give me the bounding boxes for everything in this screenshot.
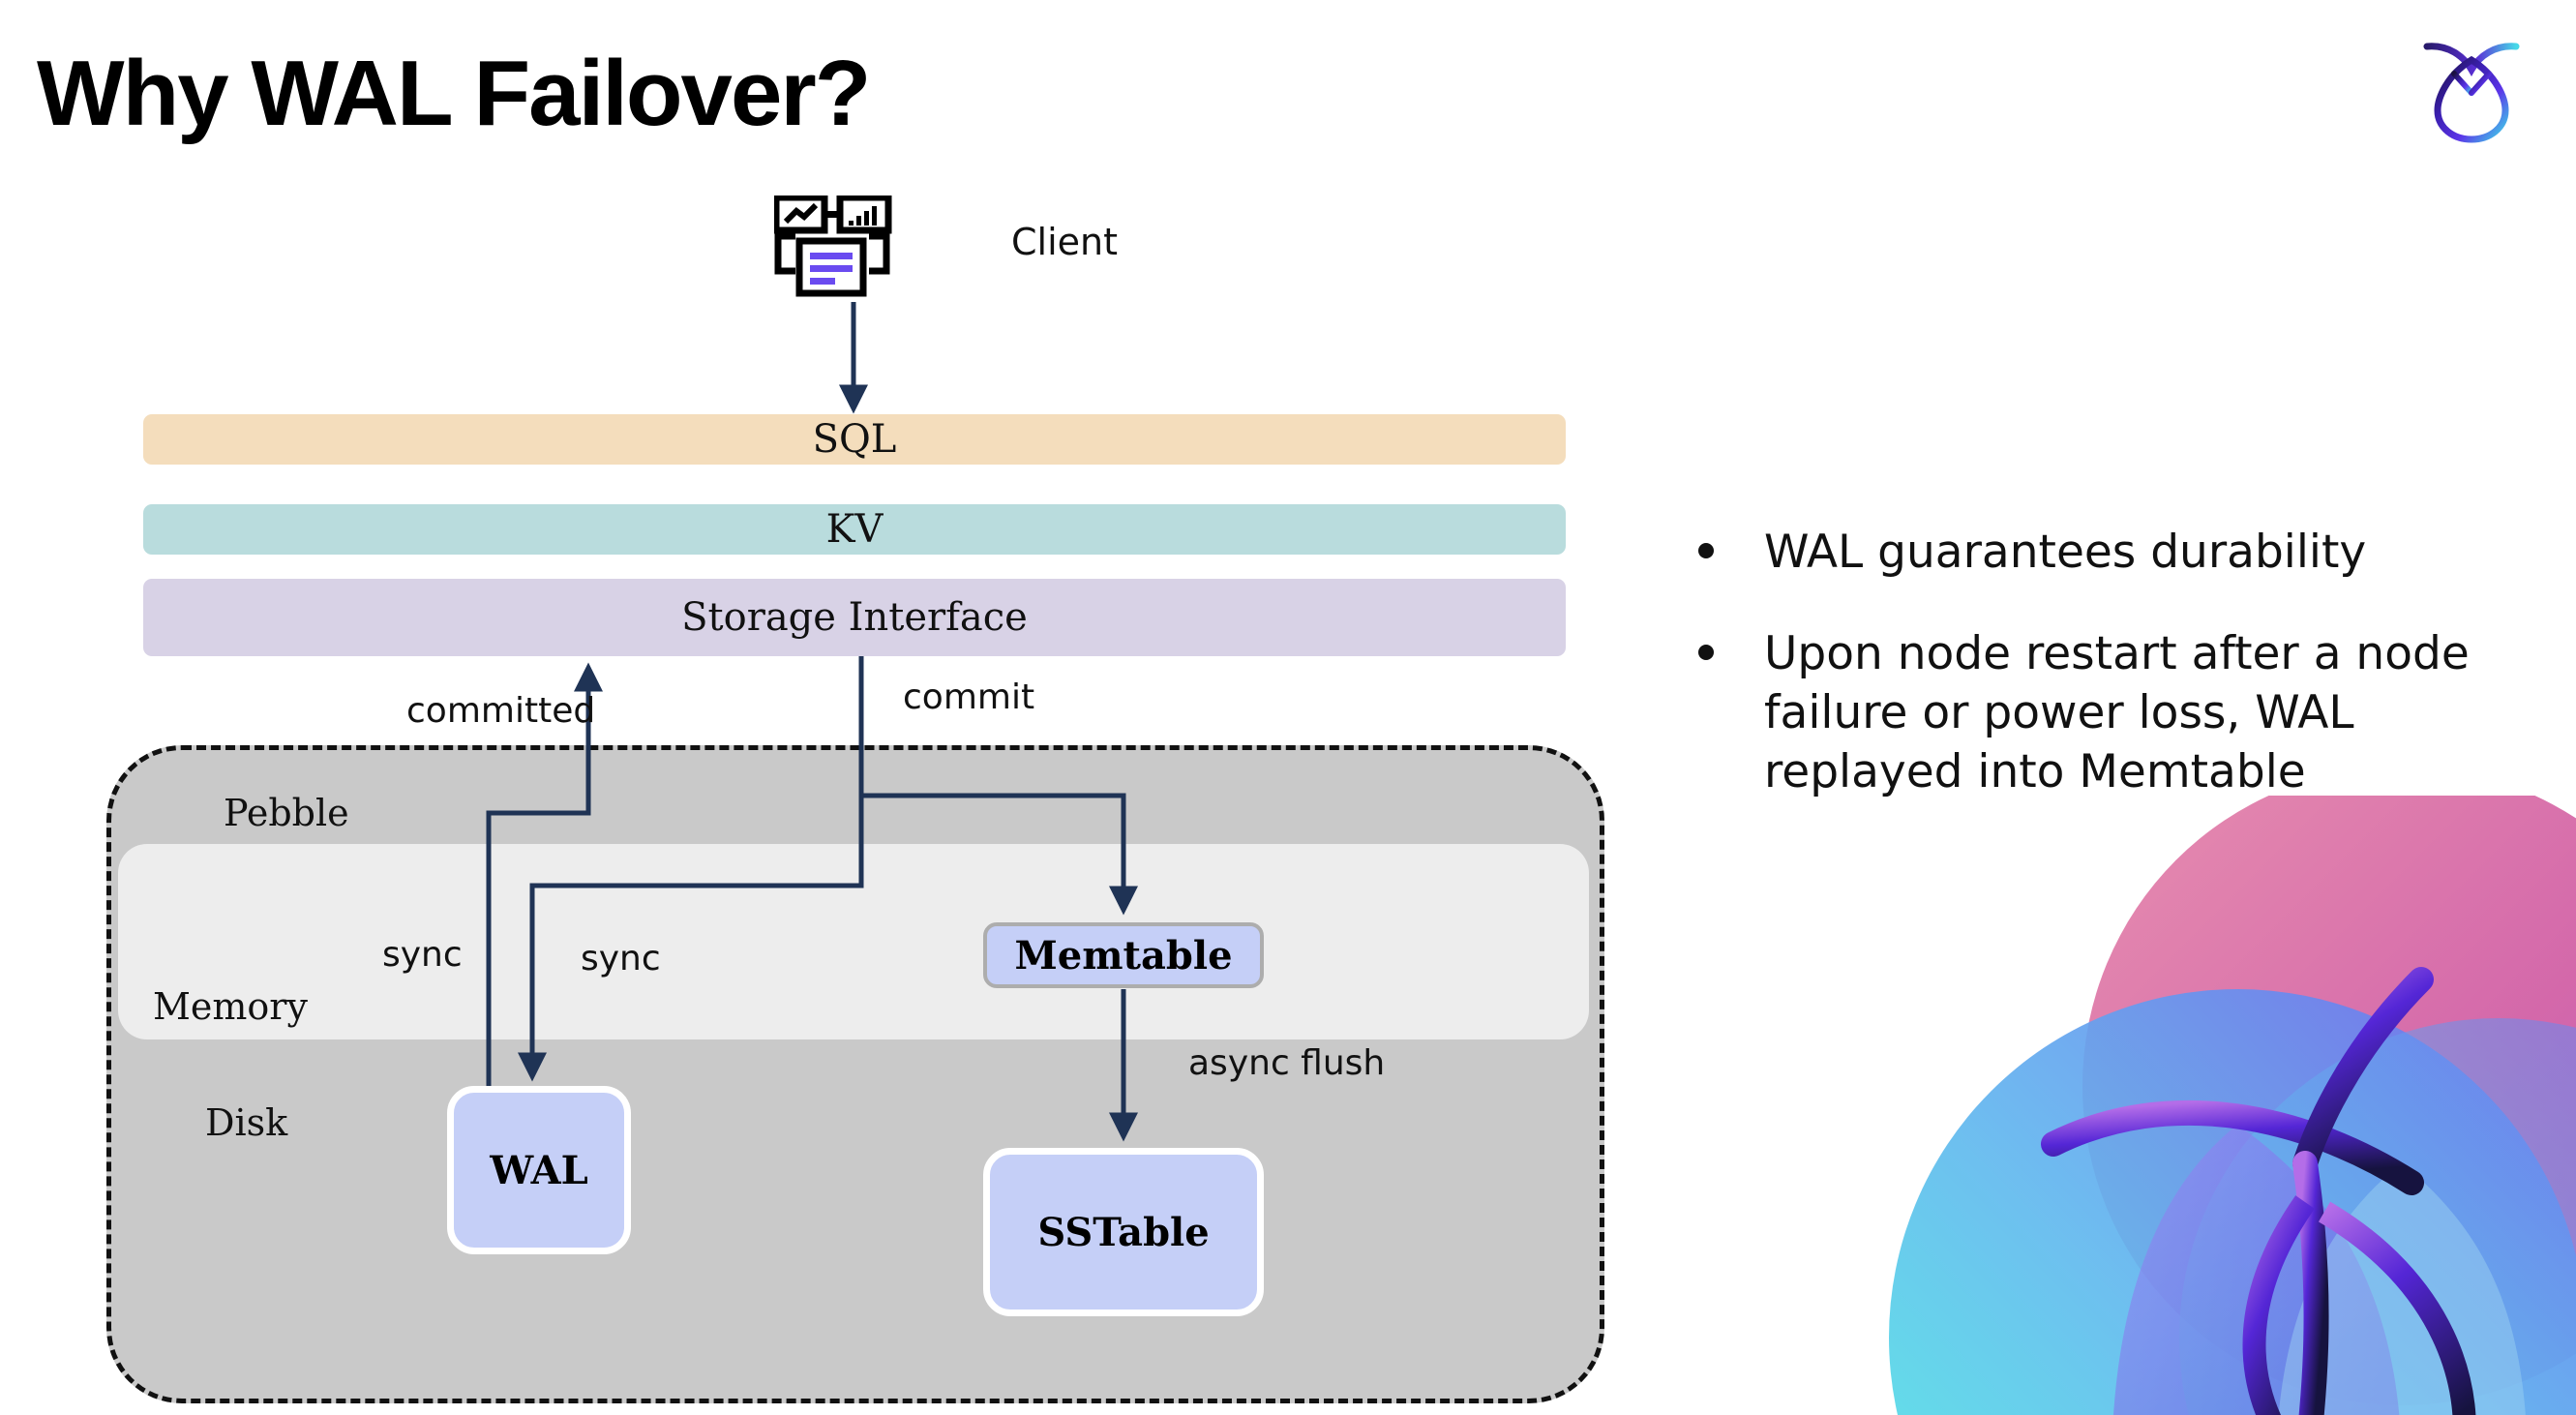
memory-label: Memory	[153, 985, 308, 1028]
node-label-memtable: Memtable	[1014, 932, 1233, 978]
list-item: Upon node restart after a node failure o…	[1698, 624, 2511, 801]
list-item: WAL guarantees durability	[1698, 523, 2511, 582]
disk-label: Disk	[205, 1101, 288, 1144]
node-sstable: SSTable	[983, 1148, 1264, 1316]
edge-label-async-flush: async flush	[1188, 1043, 1386, 1083]
layer-label-sql: SQL	[812, 417, 897, 462]
node-wal: WAL	[447, 1086, 631, 1254]
edge-label-sync-2: sync	[581, 939, 661, 978]
node-label-sstable: SSTable	[1037, 1209, 1210, 1255]
bullet-dot-icon	[1698, 543, 1714, 558]
client-label: Client	[1011, 221, 1119, 263]
client-workstation-icon	[774, 196, 892, 297]
cockroach-decorative-graphic-icon	[1889, 796, 2576, 1415]
bullet-text: WAL guarantees durability	[1764, 526, 2367, 579]
bullet-list: WAL guarantees durability Upon node rest…	[1698, 523, 2511, 844]
layer-label-kv: KV	[825, 507, 884, 552]
layer-bar-kv: KV	[143, 504, 1566, 555]
layer-label-storage: Storage Interface	[681, 595, 1028, 640]
pebble-label: Pebble	[224, 792, 349, 834]
edge-label-committed: committed	[406, 691, 596, 731]
edge-label-commit: commit	[903, 677, 1035, 717]
cockroach-logo-icon	[2423, 43, 2520, 143]
node-label-wal: WAL	[490, 1147, 588, 1193]
node-memtable: Memtable	[983, 922, 1264, 988]
page-title: Why WAL Failover?	[37, 42, 871, 145]
layer-bar-sql: SQL	[143, 414, 1566, 465]
bullet-text: Upon node restart after a node failure o…	[1764, 627, 2470, 799]
memory-zone	[118, 844, 1589, 1039]
layer-bar-storage: Storage Interface	[143, 579, 1566, 656]
edge-label-sync-1: sync	[382, 935, 463, 975]
diagram-connectors	[486, 302, 1138, 1142]
bullet-dot-icon	[1698, 645, 1714, 661]
